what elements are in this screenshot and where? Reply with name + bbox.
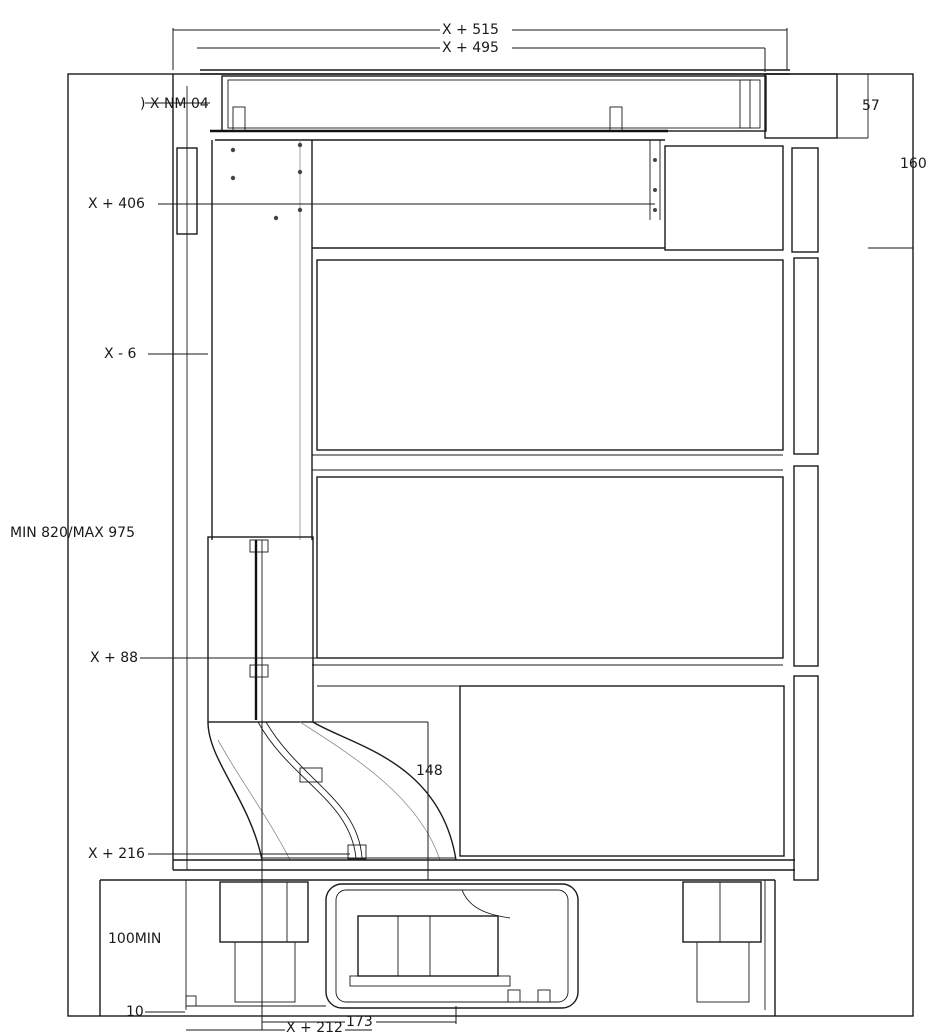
cabinet-outline [67, 69, 914, 1017]
top-dimension-lines [172, 28, 788, 72]
dim-lower-offset: X + 216 [88, 846, 145, 862]
plinth [99, 859, 795, 1016]
dim-cabinet-height: MIN 820/MAX 975 [10, 525, 135, 541]
dim-min-top: ) X NM 04 [140, 96, 209, 112]
dim-mid-offset: X + 88 [90, 650, 138, 666]
dim-bottom-offset: X + 212 [286, 1020, 343, 1034]
dim-duct-width: 148 [416, 763, 443, 779]
dim-upper-offset: X + 406 [88, 196, 145, 212]
duct-column [176, 139, 665, 540]
dim-top-width-outer: X + 515 [442, 22, 499, 38]
dimension-leaders [99, 102, 655, 1031]
dim-worktop-thickness: 57 [862, 98, 880, 114]
dim-top-zone-height: 160 [900, 156, 927, 172]
lower-duct [207, 536, 457, 861]
dim-plinth-gap: 10 [126, 1004, 144, 1020]
dim-plinth-depth: 173 [346, 1014, 373, 1030]
drawer-fronts [312, 257, 819, 881]
hob-body [210, 75, 767, 133]
dim-plinth-height: 100MIN [108, 931, 161, 947]
dim-top-width-inner: X + 495 [442, 40, 499, 56]
upper-front [649, 140, 819, 253]
dim-back-offset: X - 6 [104, 346, 137, 362]
